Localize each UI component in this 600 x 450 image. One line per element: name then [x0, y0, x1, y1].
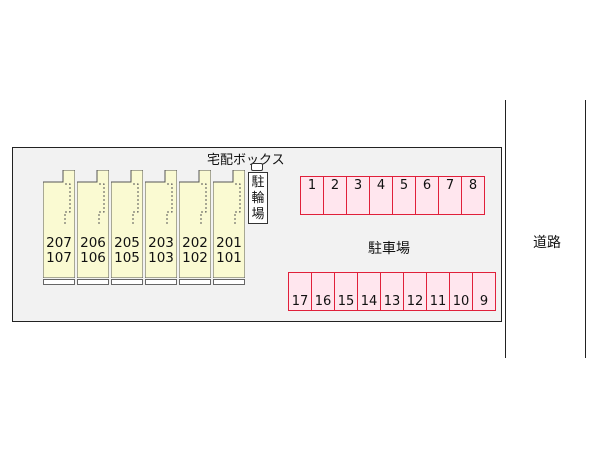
parking-space: 14 [357, 272, 381, 311]
unit-upper-number: 202 [182, 235, 208, 251]
unit-upper-number: 205 [114, 235, 140, 251]
unit-lower-number: 107 [46, 250, 72, 266]
bicycle-parking-icon [251, 163, 263, 171]
parking-space: 2 [323, 176, 347, 215]
parking-space: 10 [449, 272, 473, 311]
unit-upper-number: 206 [80, 235, 106, 251]
parking-space: 13 [380, 272, 404, 311]
building-footer [77, 279, 109, 285]
parking-space: 17 [288, 272, 312, 311]
parking-space: 1 [300, 176, 324, 215]
parking-space: 9 [472, 272, 496, 311]
parking-space: 11 [426, 272, 450, 311]
road-boundary-left [505, 100, 506, 358]
parking-space: 4 [369, 176, 393, 215]
parking-space: 6 [415, 176, 439, 215]
bicycle-parking: 駐 輪 場 [248, 172, 268, 224]
road-boundary-right [585, 100, 586, 358]
unit-upper-number: 207 [46, 235, 72, 251]
unit-lower-number: 101 [216, 250, 242, 266]
delivery-box-label: 宅配ボックス [207, 153, 285, 168]
building-footer [111, 279, 143, 285]
unit-lower-number: 103 [148, 250, 174, 266]
unit-upper-number: 201 [216, 235, 242, 251]
bicycle-parking-char: 場 [251, 207, 265, 222]
bicycle-parking-char: 駐 [251, 175, 265, 190]
building-footer [213, 279, 245, 285]
building-footer [145, 279, 177, 285]
building-footer [179, 279, 211, 285]
unit-lower-number: 102 [182, 250, 208, 266]
parking-space: 7 [438, 176, 462, 215]
parking-space: 12 [403, 272, 427, 311]
parking-space: 16 [311, 272, 335, 311]
bicycle-parking-char: 輪 [251, 191, 265, 206]
unit-lower-number: 105 [114, 250, 140, 266]
parking-space: 5 [392, 176, 416, 215]
unit-lower-number: 106 [80, 250, 106, 266]
parking-space: 3 [346, 176, 370, 215]
parking-space: 15 [334, 272, 358, 311]
unit-upper-number: 203 [148, 235, 174, 251]
parking-space: 8 [461, 176, 485, 215]
road-label: 道路 [533, 235, 561, 251]
parking-label: 駐車場 [368, 241, 410, 257]
building-footer [43, 279, 75, 285]
